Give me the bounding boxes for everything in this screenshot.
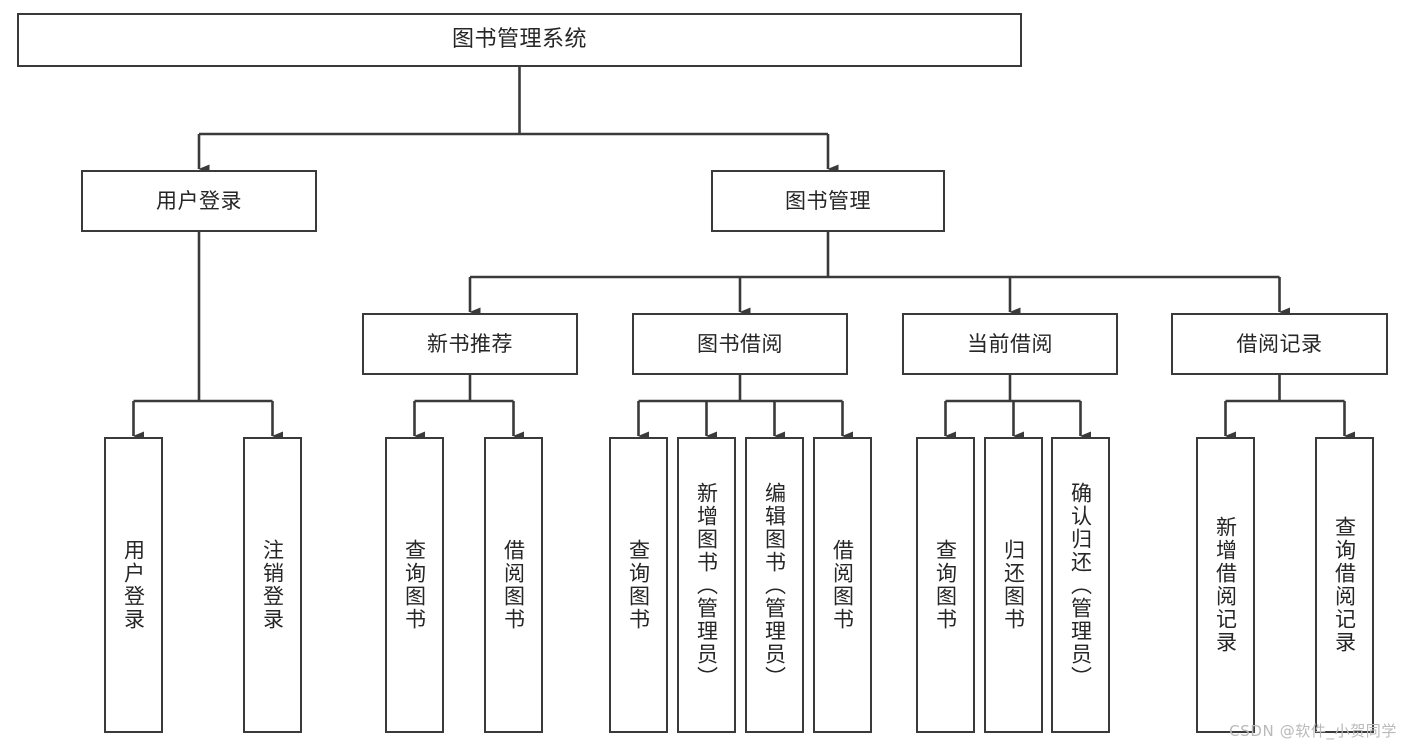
leaf-current-confirm-label: 确认归还（管理员） [1068,481,1093,689]
leaf-borrow-query[interactable]: 查询图书 [609,437,668,733]
node-book-management[interactable]: 图书管理 [711,170,945,232]
leaf-current-query[interactable]: 查询图书 [916,437,975,733]
leaf-newbook-query[interactable]: 查询图书 [385,437,444,733]
leaf-records-query[interactable]: 查询借阅记录 [1315,437,1374,733]
leaf-borrow-add[interactable]: 新增图书（管理员） [677,437,736,733]
leaf-records-add[interactable]: 新增借阅记录 [1196,437,1255,733]
leaf-user-logout-label: 注销登录 [260,539,285,631]
leaf-borrow-add-label: 新增图书（管理员） [694,481,719,689]
leaf-user-login-label: 用户登录 [121,539,146,631]
leaf-borrow-edit[interactable]: 编辑图书（管理员） [745,437,804,733]
leaf-user-logout[interactable]: 注销登录 [243,437,302,733]
leaf-newbook-borrow[interactable]: 借阅图书 [484,437,543,733]
leaf-borrow-query-label: 查询图书 [626,539,651,631]
node-user-login-label: 用户登录 [156,188,242,213]
node-root[interactable]: 图书管理系统 [17,13,1022,67]
leaf-records-add-label: 新增借阅记录 [1213,516,1238,654]
leaf-borrow-borrow-label: 借阅图书 [830,539,855,631]
leaf-current-return-label: 归还图书 [1001,539,1026,631]
node-root-label: 图书管理系统 [451,27,587,53]
leaf-borrow-edit-label: 编辑图书（管理员） [762,481,787,689]
node-new-book-recommend-label: 新书推荐 [427,331,513,356]
leaf-records-query-label: 查询借阅记录 [1332,516,1357,654]
leaf-newbook-borrow-label: 借阅图书 [501,539,526,631]
node-borrow-records-label: 借阅记录 [1236,331,1323,356]
leaf-borrow-borrow[interactable]: 借阅图书 [813,437,872,733]
leaf-current-confirm[interactable]: 确认归还（管理员） [1051,437,1110,733]
node-current-borrow[interactable]: 当前借阅 [902,313,1118,375]
leaf-newbook-query-label: 查询图书 [402,539,427,631]
leaf-current-query-label: 查询图书 [933,539,958,631]
leaf-current-return[interactable]: 归还图书 [984,437,1043,733]
node-current-borrow-label: 当前借阅 [967,331,1053,356]
watermark: CSDN @软件_小贺同学 [1229,722,1397,740]
node-user-login[interactable]: 用户登录 [81,170,317,232]
node-book-management-label: 图书管理 [785,188,871,213]
leaf-user-login[interactable]: 用户登录 [104,437,163,733]
node-borrow-records[interactable]: 借阅记录 [1171,313,1388,375]
node-book-borrow[interactable]: 图书借阅 [632,313,848,375]
node-book-borrow-label: 图书借阅 [697,331,783,356]
node-new-book-recommend[interactable]: 新书推荐 [362,313,578,375]
